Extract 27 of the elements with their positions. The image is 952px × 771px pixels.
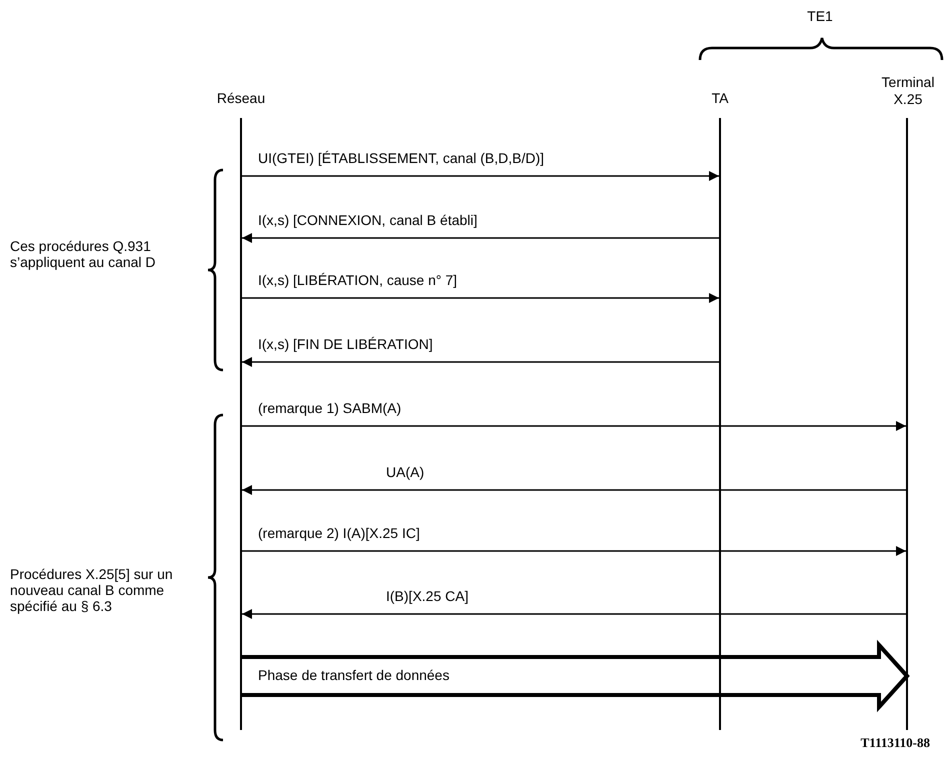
participant-label: TA [700,90,740,107]
participant-label: Réseau [210,90,272,107]
note-text: Procédures X.25[5] sur un nouveau canal B comme spécifié au § 6.3 [10,566,174,614]
message-arrow [242,293,719,303]
message-label: (remarque 2) I(A)[X.25 IC] [258,525,420,541]
message-label: UI(GTEI) [ÉTABLISSEMENT, canal (B,D,B/D)] [258,150,544,166]
group-label: TE1 [806,8,834,24]
note-text: Ces procédures Q.931 s’appliquent au canal D [10,238,157,270]
message-arrow [242,233,719,243]
message-label: I(B)[X.25 CA] [386,588,468,604]
message-arrow [242,357,719,367]
message-arrow [242,421,906,431]
lifeline [906,118,908,730]
message-arrow [242,546,906,556]
figure-code: T1113110-88 [860,735,930,751]
lifeline [719,118,721,730]
message-label: UA(A) [386,464,424,480]
message-label: Phase de transfert de données [258,667,450,683]
message-label: I(x,s) [FIN DE LIBÉRATION] [258,336,433,352]
message-arrow [242,171,719,181]
message-label: (remarque 1) SABM(A) [258,400,402,416]
participant-label: Terminal X.25 [877,74,939,108]
message-label: I(x,s) [CONNEXION, canal B établi] [258,212,478,228]
lifeline [240,118,242,730]
message-arrow [242,609,906,619]
message-label: I(x,s) [LIBÉRATION, cause n° 7] [258,272,458,288]
message-arrow [242,485,906,495]
